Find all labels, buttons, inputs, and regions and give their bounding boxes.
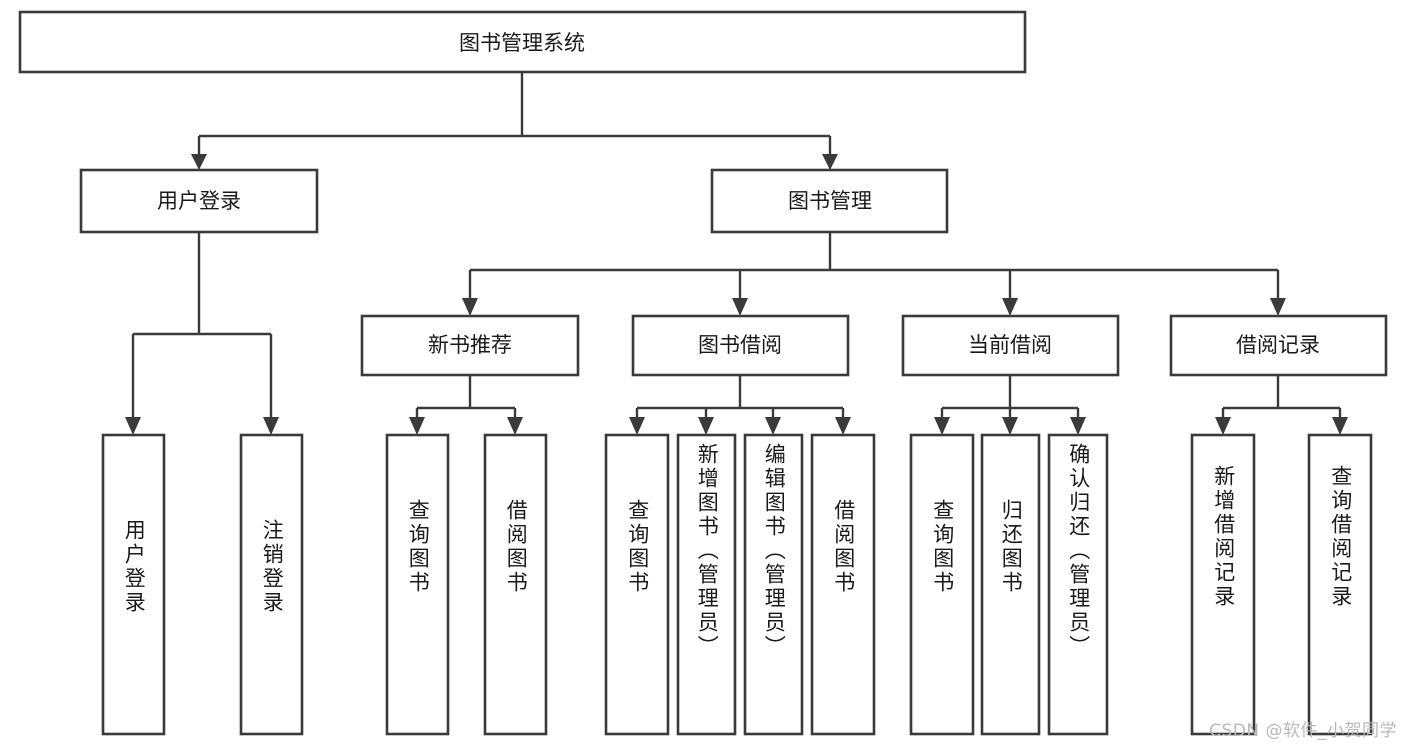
arrowhead-leaf-edit-book [765, 417, 781, 435]
node-leaf-borrow-book-2[interactable] [810, 433, 876, 736]
node-leaf-edit-book[interactable] [743, 433, 804, 736]
arrowhead-leaf-return-book [1002, 417, 1018, 435]
arrowhead-leaf-borrow-book-2 [835, 417, 851, 435]
arrowhead-leaf-add-book [698, 417, 714, 435]
node-leaf-add-record[interactable] [1190, 433, 1256, 736]
node-leaf-logout-login[interactable] [239, 433, 304, 736]
node-leaf-query-book-3[interactable] [909, 433, 975, 736]
node-borrow-record[interactable] [1169, 314, 1388, 377]
arrowhead-book-borrow [732, 298, 748, 316]
arrowhead-leaf-add-record [1215, 417, 1231, 435]
node-leaf-query-book-1[interactable] [385, 433, 450, 736]
node-book-borrow-label: 图书借阅 [698, 333, 782, 357]
node-leaf-add-book[interactable] [676, 433, 737, 736]
node-leaf-confirm-return[interactable] [1047, 433, 1109, 736]
arrowhead-leaf-query-book-2 [629, 417, 645, 435]
arrowhead-leaf-query-book-3 [934, 417, 950, 435]
node-book-manage[interactable] [710, 168, 949, 234]
node-new-book-recommend[interactable] [360, 314, 580, 377]
node-user-login[interactable] [79, 168, 319, 234]
arrowhead-leaf-confirm-return [1070, 417, 1086, 435]
arrowhead-leaf-logout-login [263, 417, 279, 435]
arrowhead-leaf-query-book-1 [409, 417, 425, 435]
arrowhead-leaf-query-record [1332, 417, 1348, 435]
node-root-book-management-system[interactable] [18, 10, 1027, 74]
nodes-layer: 图书管理系统 用户登录 图书管理 新书推荐 图书借阅 当前借阅 借阅记录 [18, 10, 1388, 736]
node-leaf-query-record[interactable] [1307, 433, 1373, 736]
node-root-label: 图书管理系统 [459, 31, 585, 55]
arrowhead-user-login [191, 154, 207, 170]
arrowhead-current-borrow [1002, 298, 1018, 316]
node-borrow-record-label: 借阅记录 [1236, 333, 1320, 357]
node-new-book-recommend-label: 新书推荐 [428, 333, 512, 357]
node-leaf-return-book[interactable] [980, 433, 1041, 736]
arrowhead-leaf-borrow-book-1 [507, 417, 523, 435]
node-leaf-user-login[interactable] [101, 433, 166, 736]
node-current-borrow-label: 当前借阅 [968, 333, 1052, 357]
node-leaf-borrow-book-1[interactable] [483, 433, 548, 736]
node-leaf-query-book-2[interactable] [604, 433, 670, 736]
arrowhead-book-manage [822, 154, 838, 170]
node-book-manage-label: 图书管理 [788, 189, 872, 213]
node-user-login-label: 用户登录 [157, 189, 241, 213]
node-book-borrow[interactable] [631, 314, 850, 377]
arrowhead-borrow-record [1270, 298, 1286, 316]
arrowhead-new-book [462, 298, 478, 316]
connectors-layer [125, 72, 1348, 435]
node-current-borrow[interactable] [901, 314, 1120, 377]
csdn-watermark: CSDN @软件_小贺同学 [1209, 721, 1397, 741]
arrowhead-leaf-user-login [125, 417, 141, 435]
